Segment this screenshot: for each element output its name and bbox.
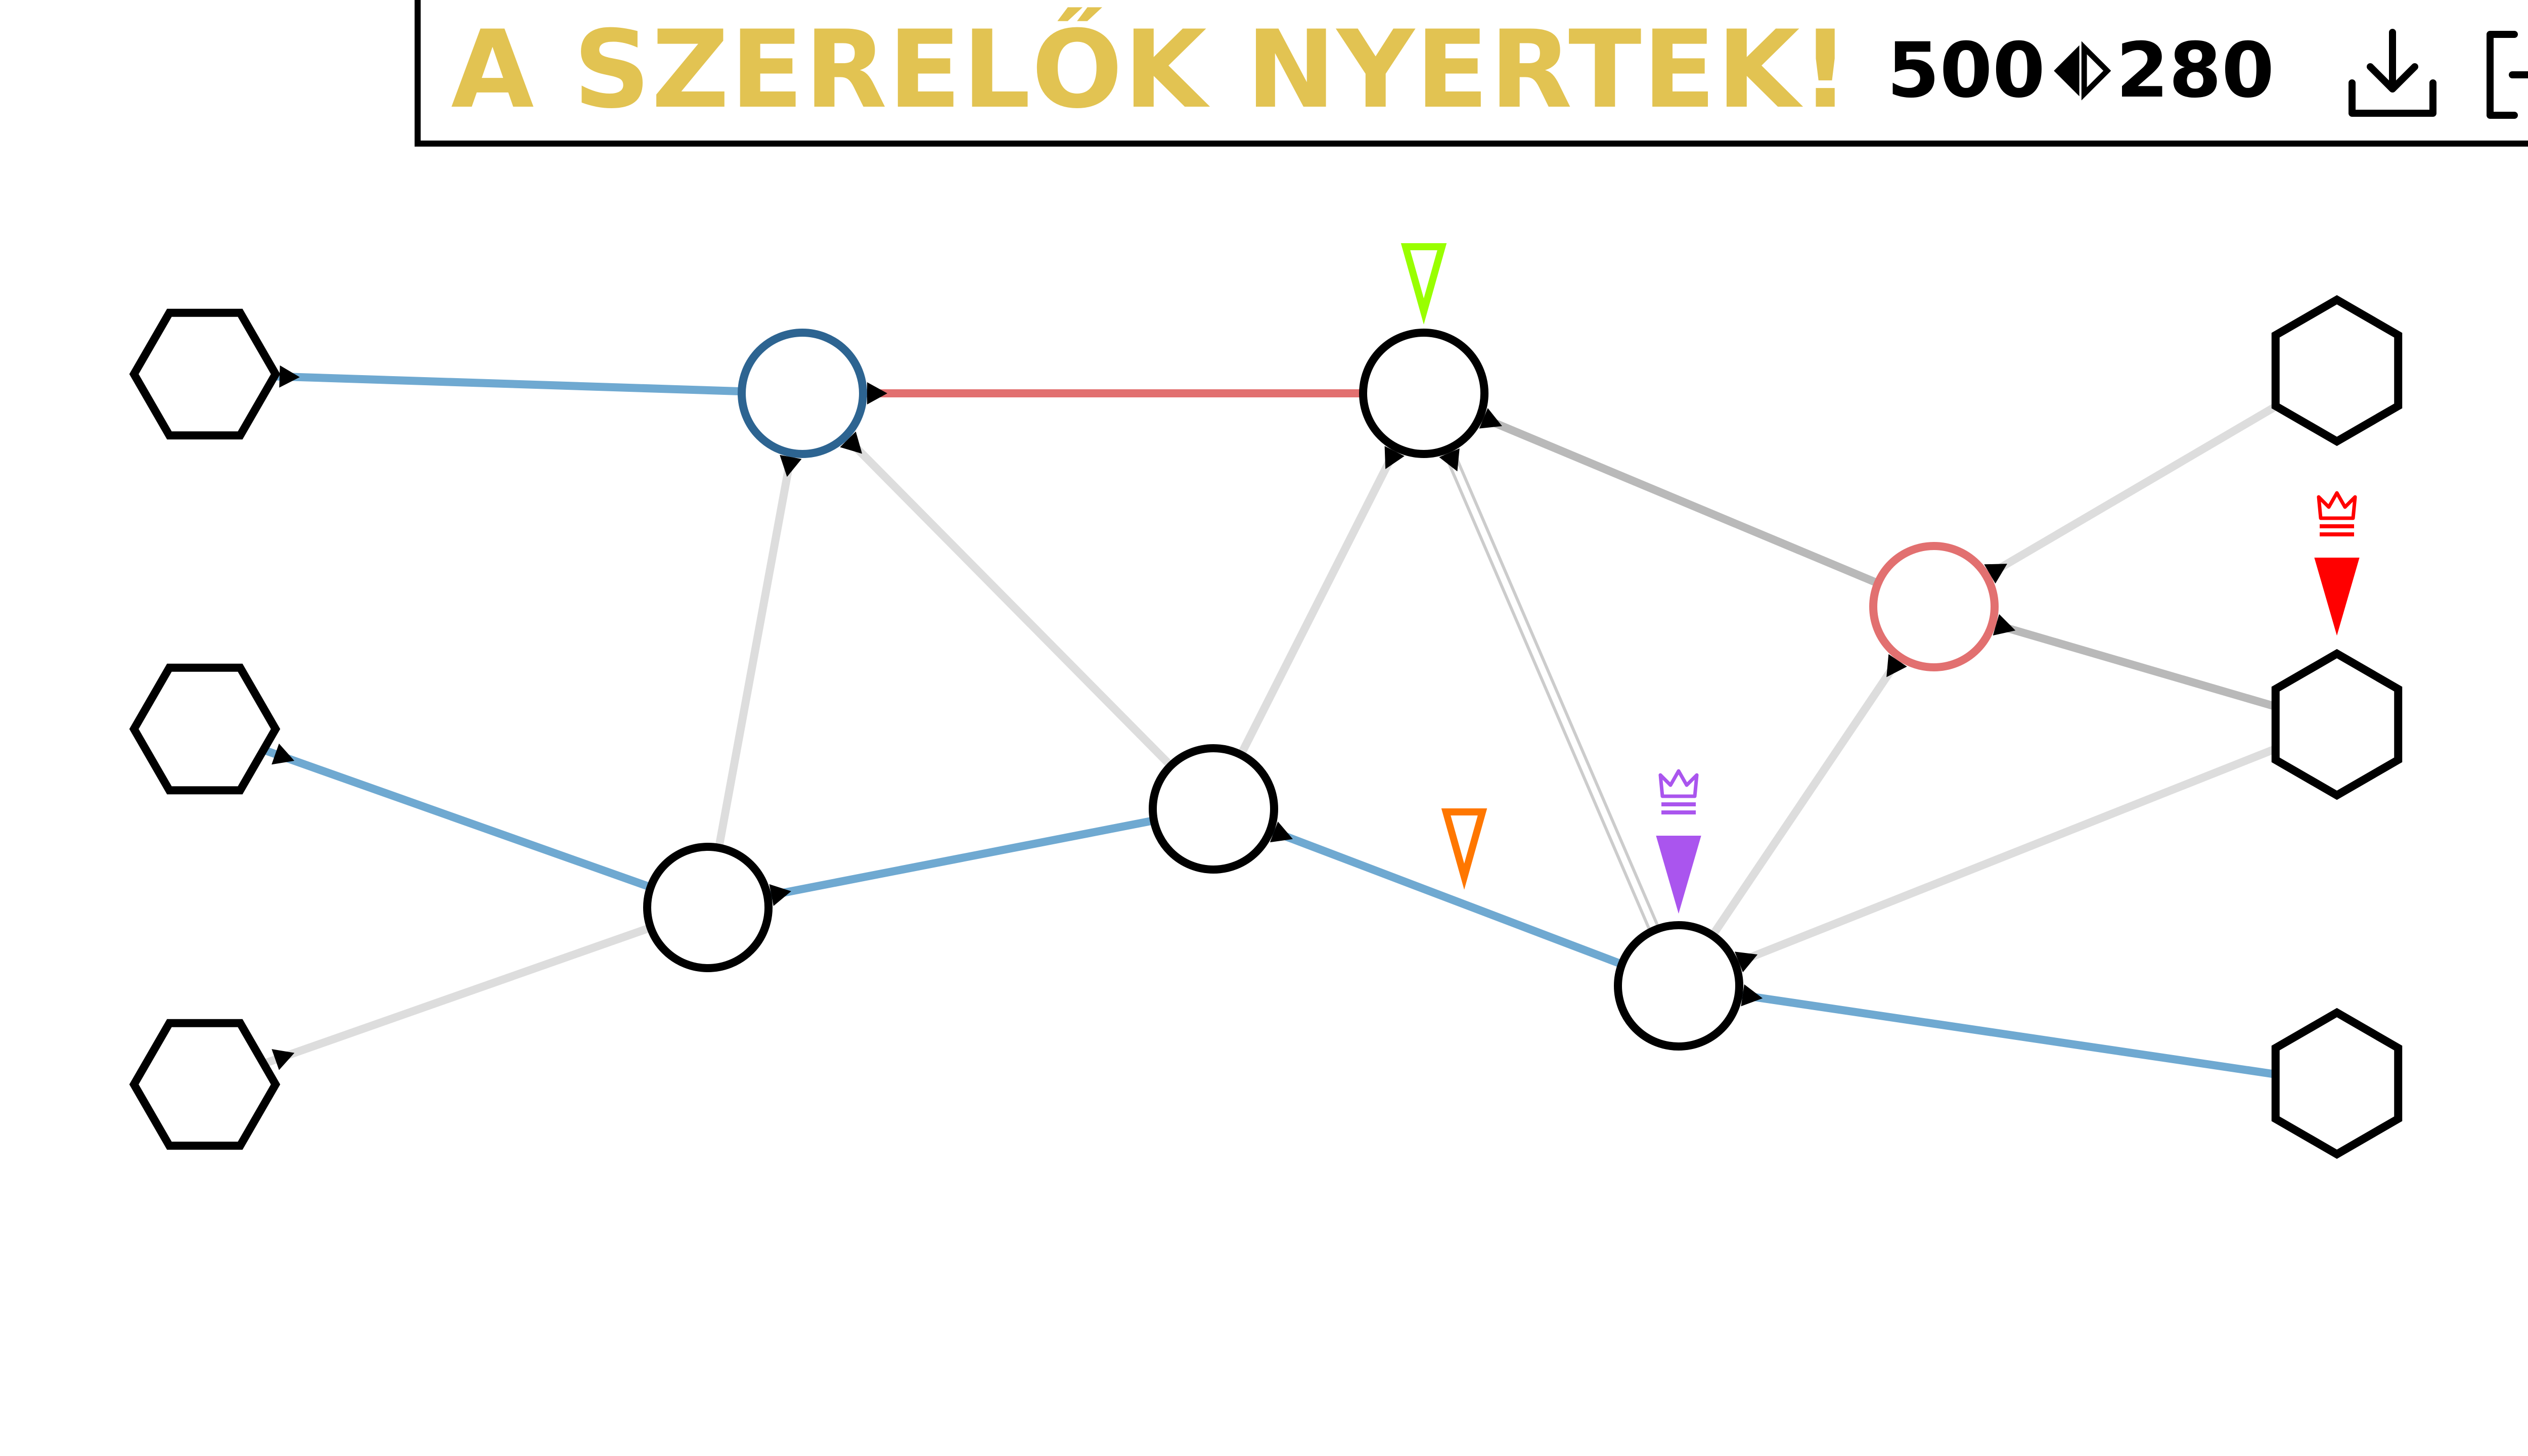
- hex-l1[interactable]: [129, 308, 281, 440]
- edge-l1-a[interactable]: [204, 370, 803, 397]
- edge-b-c-arrow[interactable]: [1479, 408, 1502, 429]
- download-icon[interactable]: [2342, 24, 2443, 125]
- versus-icon: [2054, 41, 2111, 101]
- edge-d-e[interactable]: [707, 805, 1214, 912]
- edge-c-f-arrow[interactable]: [1886, 654, 1907, 677]
- edge-f-r3-arrow[interactable]: [1741, 984, 1763, 1007]
- hex-r2[interactable]: [2271, 649, 2403, 800]
- orange-marker: [1441, 808, 1487, 890]
- edge-b-f-strand: [1418, 394, 1676, 988]
- edge-c-r2-arrow[interactable]: [1993, 614, 2016, 636]
- edges-layer: [203, 367, 2339, 1088]
- nodes-layer: [129, 295, 2403, 1159]
- node-e[interactable]: [1149, 744, 1278, 874]
- edge-b-f-strand: [1426, 391, 1685, 985]
- score-right: 280: [2116, 27, 2275, 115]
- edge-a-d-arrow[interactable]: [780, 454, 802, 477]
- exit-icon[interactable]: [2476, 24, 2528, 125]
- edge-e-f-arrow[interactable]: [1270, 821, 1293, 843]
- purple-marker: [1656, 836, 1701, 914]
- node-a[interactable]: [738, 329, 867, 458]
- score-left: 500: [1887, 27, 2046, 115]
- hex-l3[interactable]: [129, 1019, 281, 1150]
- node-d[interactable]: [643, 843, 773, 972]
- purple-marker-crown-icon: [1658, 769, 1699, 814]
- edge-d-e-arrow[interactable]: [769, 884, 791, 906]
- edge-b-e-arrow[interactable]: [1384, 446, 1405, 469]
- green-marker: [1401, 243, 1447, 325]
- edge-b-f[interactable]: [1418, 391, 1685, 988]
- markers-layer: [1401, 243, 2360, 914]
- edge-l2-d-arrow[interactable]: [272, 743, 295, 765]
- edge-a-e-arrow[interactable]: [840, 431, 863, 454]
- edge-l3-d-arrow[interactable]: [272, 1049, 295, 1070]
- result-banner: A SZERELŐK NYERTEK!: [451, 7, 1851, 132]
- edge-l1-a-arrow[interactable]: [279, 365, 300, 388]
- hex-r3[interactable]: [2271, 1008, 2403, 1159]
- edge-a-b-arrow[interactable]: [867, 382, 887, 404]
- node-c[interactable]: [1869, 542, 1999, 671]
- score-display: 500 280: [1887, 25, 2274, 116]
- node-b[interactable]: [1359, 329, 1488, 458]
- red-marker-crown-icon: [2317, 491, 2357, 536]
- edge-b-c[interactable]: [1422, 389, 1936, 611]
- arrows-layer: [272, 365, 2016, 1070]
- hex-r1[interactable]: [2271, 295, 2403, 446]
- node-f[interactable]: [1614, 921, 1743, 1051]
- edge-f-r2[interactable]: [1677, 720, 2338, 990]
- edge-a-e[interactable]: [799, 390, 1216, 812]
- edge-b-f-arrow[interactable]: [1439, 448, 1460, 472]
- top-bar: A SZERELŐK NYERTEK! 500 280: [415, 0, 2528, 147]
- red-marker: [2314, 558, 2360, 636]
- edge-f-r2-arrow[interactable]: [1734, 951, 1758, 973]
- edge-c-r1-arrow[interactable]: [1984, 564, 2007, 584]
- hex-l2[interactable]: [129, 663, 281, 795]
- edge-a-d[interactable]: [704, 392, 806, 908]
- edge-f-r3[interactable]: [1678, 982, 2338, 1087]
